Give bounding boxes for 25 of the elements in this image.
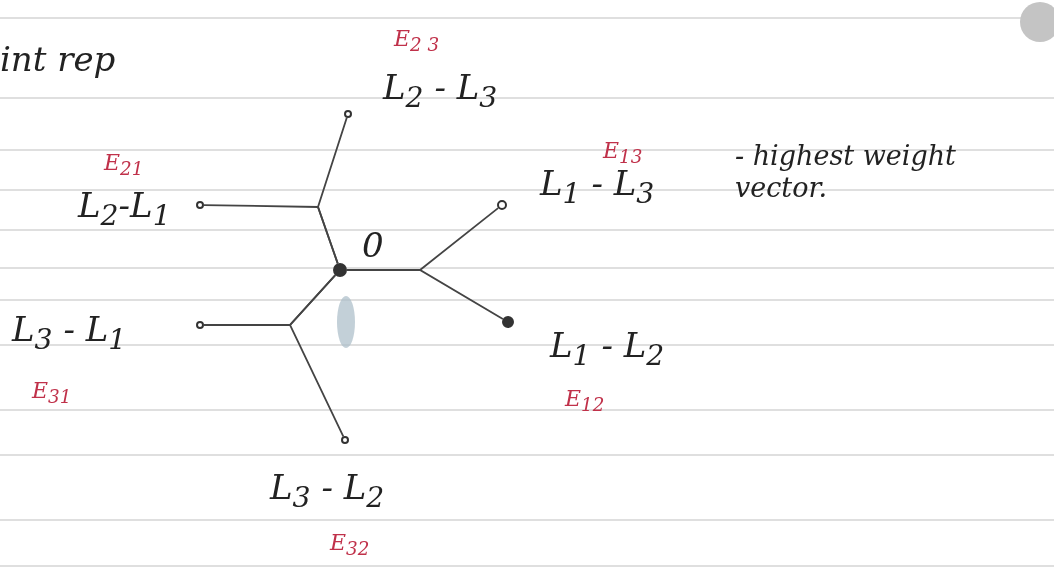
weight-circle xyxy=(344,110,352,118)
weight-circle xyxy=(196,321,204,329)
branch-line xyxy=(288,274,345,438)
weight-label: L$_{3}$ - L$_{1}$ xyxy=(12,312,127,355)
operator-label: E$_{13}$ xyxy=(603,140,643,167)
operator-label: E$_{32}$ xyxy=(330,532,370,559)
weight-dot xyxy=(333,263,347,277)
weight-label: L$_{1}$ - L$_{2}$ xyxy=(550,328,665,371)
weight-circle xyxy=(497,200,507,210)
branch-line xyxy=(346,269,504,320)
note-text: - highest weight vector. xyxy=(735,140,957,205)
operator-label: E$_{2 3}$ xyxy=(394,28,440,55)
origin-label: 0 xyxy=(362,228,384,262)
weight-dot xyxy=(502,316,514,328)
operator-label: E$_{31}$ xyxy=(32,380,72,407)
operator-label: E$_{21}$ xyxy=(104,152,144,179)
weight-label: L$_{2}$-L$_{1}$ xyxy=(78,188,171,231)
page-heading: int rep xyxy=(0,42,116,76)
weight-circle xyxy=(341,436,349,444)
weight-label: L$_{2}$ - L$_{3}$ xyxy=(383,70,498,113)
branch-line xyxy=(203,204,339,265)
weight-label: L$_{1}$ - L$_{3}$ xyxy=(540,166,655,209)
weight-circle xyxy=(196,201,204,209)
operator-label: E$_{12}$ xyxy=(565,388,605,415)
weight-label: L$_{3}$ - L$_{2}$ xyxy=(270,470,385,513)
